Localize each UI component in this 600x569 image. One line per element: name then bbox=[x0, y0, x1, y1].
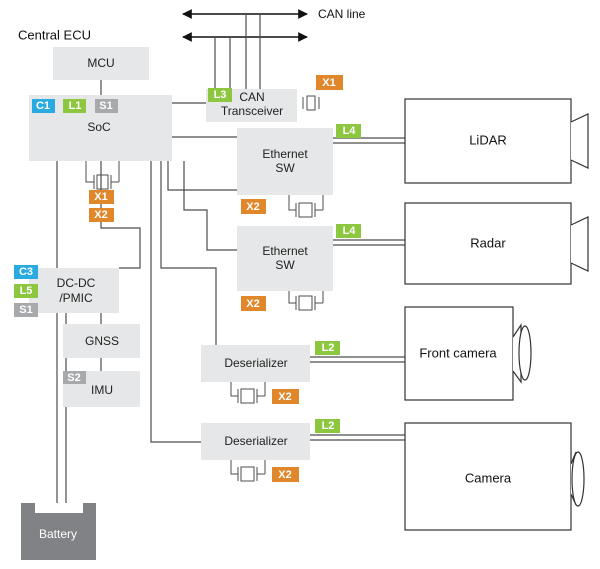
front-camera-device: Front camera bbox=[404, 306, 532, 401]
svg-text:X2: X2 bbox=[246, 201, 259, 213]
tags: C1 L1 S1 L3 X1 X1 X2 L4 X2 L4 X2 C3 L5 S… bbox=[14, 75, 361, 482]
gnss-label: GNSS bbox=[85, 334, 119, 348]
svg-text:L2: L2 bbox=[322, 420, 335, 432]
tag-deser2-x2 bbox=[272, 467, 299, 482]
battery-label: Battery bbox=[39, 527, 77, 541]
deserializer-2-block bbox=[201, 423, 310, 460]
lidar-label: LiDAR bbox=[469, 132, 507, 147]
dcdc-pmic-label-line2: /PMIC bbox=[59, 291, 93, 305]
ethernet-switch-1-label-line1: Ethernet bbox=[262, 147, 308, 161]
deserializer-1-block bbox=[201, 345, 310, 382]
svg-text:L2: L2 bbox=[322, 342, 335, 354]
dcdc-pmic-label-line1: DC-DC bbox=[57, 276, 96, 290]
tag-deser2-l2 bbox=[315, 419, 340, 433]
svg-text:X2: X2 bbox=[278, 469, 291, 481]
tag-dcdc-s1 bbox=[14, 303, 38, 317]
tag-lidar-l4 bbox=[336, 124, 361, 138]
camera-label: Camera bbox=[465, 470, 512, 485]
mcu-label: MCU bbox=[87, 56, 114, 70]
svg-text:L3: L3 bbox=[214, 89, 227, 101]
tag-dcdc-l5 bbox=[14, 284, 38, 298]
imu-label: IMU bbox=[91, 383, 113, 397]
tag-soc-s1 bbox=[95, 99, 118, 113]
lidar-device: LiDAR bbox=[404, 98, 589, 184]
tag-deser1-l2 bbox=[315, 341, 340, 355]
tag-eth1-x2 bbox=[241, 199, 266, 214]
tag-soc-x1 bbox=[89, 190, 114, 204]
tag-imu-s2 bbox=[63, 371, 86, 384]
tag-dcdc-c3 bbox=[14, 265, 38, 279]
radar-label: Radar bbox=[470, 235, 506, 250]
svg-text:X2: X2 bbox=[246, 298, 259, 310]
svg-text:C1: C1 bbox=[36, 100, 50, 112]
deserializer-1-label: Deserializer bbox=[224, 356, 287, 370]
svg-text:L5: L5 bbox=[20, 285, 33, 297]
mcu-block bbox=[53, 47, 149, 80]
can-line-label: CAN line bbox=[318, 7, 366, 21]
svg-text:S1: S1 bbox=[19, 304, 32, 316]
svg-text:X1: X1 bbox=[322, 77, 335, 89]
svg-text:L4: L4 bbox=[343, 225, 357, 237]
ethernet-switch-2-label-line1: Ethernet bbox=[262, 244, 308, 258]
connection-lines bbox=[56, 14, 405, 503]
svg-text:L1: L1 bbox=[69, 100, 82, 112]
svg-text:X2: X2 bbox=[94, 209, 107, 221]
svg-text:S1: S1 bbox=[99, 100, 112, 112]
can-transceiver-label-line2: Transceiver bbox=[221, 104, 283, 118]
tag-deser1-x2 bbox=[272, 389, 299, 404]
radar-device: Radar bbox=[404, 202, 589, 285]
can-transceiver-label-line1: CAN bbox=[239, 90, 264, 104]
battery-block bbox=[21, 503, 96, 560]
tag-soc-c1 bbox=[32, 99, 55, 113]
tag-soc-l1 bbox=[63, 99, 86, 113]
svg-text:C3: C3 bbox=[19, 266, 33, 278]
svg-text:S2: S2 bbox=[67, 372, 80, 384]
soc-label: SoC bbox=[87, 120, 111, 134]
ethernet-switch-1-label-line2: SW bbox=[275, 161, 295, 175]
tag-can-x1 bbox=[316, 75, 343, 90]
tag-soc-x2 bbox=[89, 208, 114, 222]
tag-radar-l4 bbox=[336, 224, 361, 238]
crystal-symbols bbox=[85, 95, 324, 482]
dcdc-pmic-block bbox=[29, 268, 119, 313]
central-ecu-title: Central ECU bbox=[18, 27, 91, 42]
svg-text:X2: X2 bbox=[278, 391, 291, 403]
tag-eth2-x2 bbox=[241, 296, 266, 311]
ethernet-switch-2-block bbox=[237, 226, 333, 291]
svg-text:X1: X1 bbox=[94, 191, 107, 203]
svg-text:L4: L4 bbox=[343, 125, 357, 137]
ethernet-switch-2-label-line2: SW bbox=[275, 258, 295, 272]
deserializer-2-label: Deserializer bbox=[224, 434, 287, 448]
gnss-block bbox=[63, 324, 140, 358]
ethernet-switch-1-block bbox=[237, 128, 333, 195]
tag-can-l3 bbox=[208, 88, 232, 102]
camera-device: Camera bbox=[404, 422, 585, 531]
front-camera-label: Front camera bbox=[419, 345, 497, 360]
